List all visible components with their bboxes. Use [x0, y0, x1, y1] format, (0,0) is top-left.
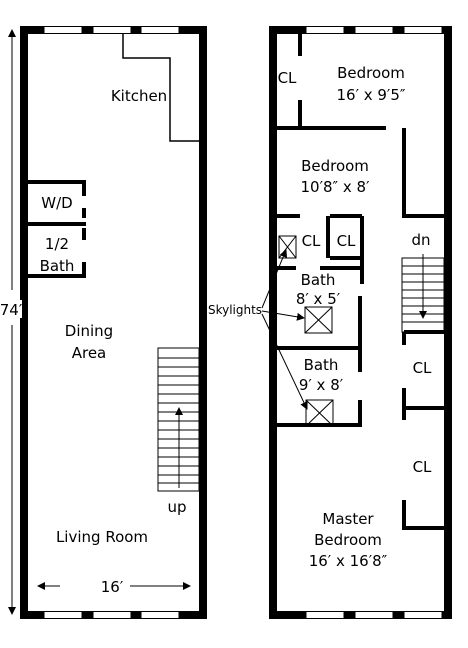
interior-walls	[277, 34, 444, 530]
windows-bottom	[43, 611, 180, 619]
windows-bottom	[305, 611, 443, 619]
living-room-label: Living Room	[56, 528, 148, 546]
master-bedroom-size: 16′ x 16′8″	[309, 552, 388, 570]
dining-area-label-line1: Dining	[65, 322, 113, 340]
stairs-down-label: dn	[411, 231, 430, 249]
lower-level-plan: Kitchen W/D 1/2 Bath Dining Area up Livi…	[20, 26, 207, 619]
stairs-up-label: up	[167, 498, 186, 516]
mid-bedroom-name: Bedroom	[301, 157, 369, 175]
skylights-leaders	[261, 249, 308, 410]
upper-level-plan: Skylights CL Bedroom 16′ x 9′5″ Bedroom …	[208, 26, 452, 619]
master-bedroom-name-line1: Master	[322, 510, 374, 528]
width-dimension-label: 16′	[101, 578, 124, 596]
half-bath-label-line1: 1/2	[45, 235, 69, 253]
front-bedroom-size: 16′ x 9′5″	[336, 86, 405, 104]
mid-bedroom-size: 10′8″ x 8′	[300, 178, 370, 196]
closet-label: CL	[413, 359, 432, 377]
closet-label: CL	[337, 232, 356, 250]
bath-1-name: Bath	[301, 271, 336, 289]
skylight-icon	[278, 235, 297, 259]
skylight-icon	[304, 306, 333, 334]
washer-dryer-label: W/D	[41, 194, 72, 212]
closet-label: CL	[278, 69, 297, 87]
closet-label: CL	[413, 458, 432, 476]
bath-2-size: 9′ x 8′	[299, 376, 344, 394]
skylight-icon	[305, 399, 334, 427]
stairs-up[interactable]	[157, 347, 200, 492]
half-bath-label-line2: Bath	[40, 257, 75, 275]
kitchen-wall	[122, 34, 199, 142]
kitchen-label: Kitchen	[111, 87, 167, 105]
bath-1-size: 8′ x 5′	[296, 290, 341, 308]
laundry-bath-walls	[26, 180, 86, 278]
height-dimension-label: 74′	[0, 301, 23, 319]
stairs-down[interactable]	[401, 254, 445, 333]
bath-2-name: Bath	[304, 356, 339, 374]
windows-top	[305, 26, 443, 34]
dining-area-label-line2: Area	[72, 344, 107, 362]
skylights-label: Skylights	[208, 303, 262, 317]
windows-top	[43, 26, 180, 34]
front-bedroom-name: Bedroom	[337, 64, 405, 82]
master-bedroom-name-line2: Bedroom	[314, 531, 382, 549]
height-dimension: 74′	[0, 29, 23, 615]
closet-label: CL	[302, 232, 321, 250]
